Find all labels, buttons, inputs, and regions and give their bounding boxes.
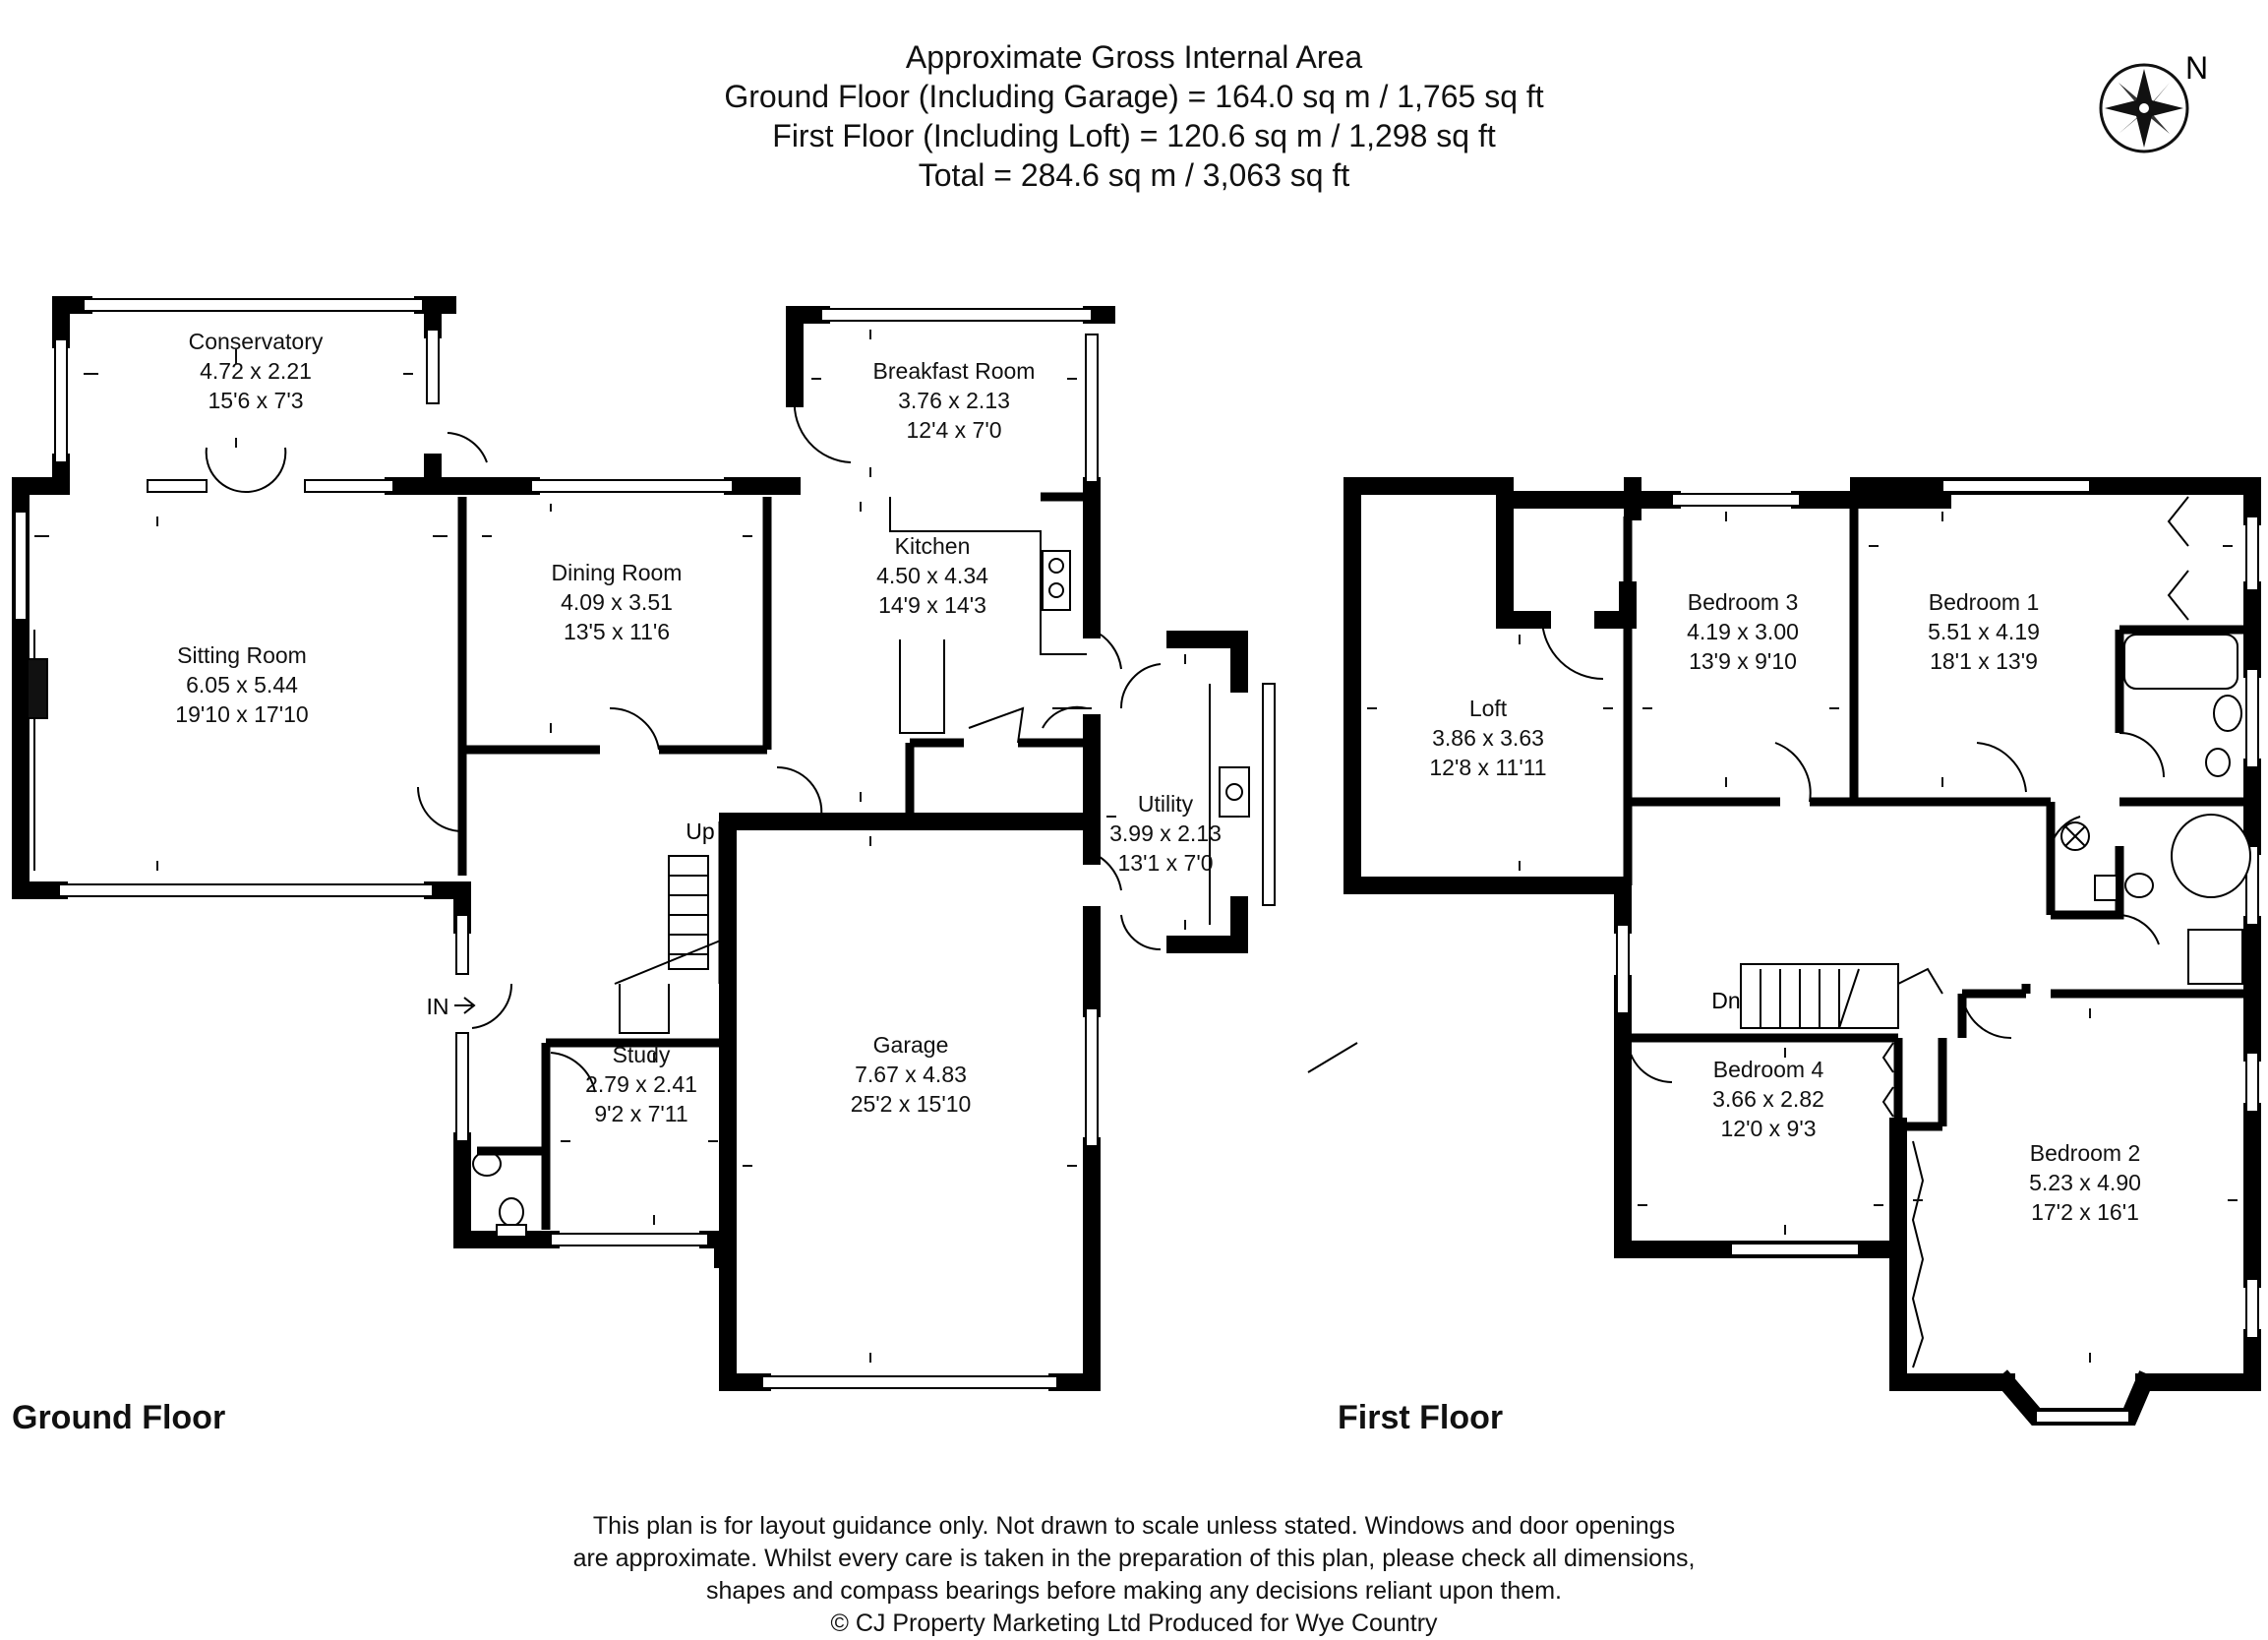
compass-rose-icon: N [2099, 50, 2208, 153]
conservatory-metric-label: 4.72 x 2.21 [200, 358, 312, 384]
utility-metric-label: 3.99 x 2.13 [1109, 820, 1222, 846]
disclaimer-line-3: shapes and compass bearings before makin… [706, 1577, 1562, 1605]
produced-for-text: Produced for Wye Country [1148, 1610, 1438, 1637]
bedroom-3-imperial-label: 13'9 x 9'10 [1689, 648, 1797, 674]
room-labels: Conservatory 4.72 x 2.21 15'6 x 7'3 Breakfa… [175, 329, 2141, 1225]
first-floor-area: First Floor (Including Loft) = 120.6 sq … [772, 118, 1496, 153]
kitchen-imperial-label: 14'9 x 14'3 [878, 592, 986, 618]
bedroom-2-name-label: Bedroom 2 [2030, 1140, 2141, 1166]
bedroom-2-metric-label: 5.23 x 4.90 [2029, 1170, 2141, 1195]
garage-metric-label: 7.67 x 4.83 [855, 1062, 967, 1087]
sitting-room-metric-label: 6.05 x 5.44 [186, 672, 298, 698]
dining-room-name-label: Dining Room [552, 560, 683, 585]
bedroom-4-imperial-label: 12'0 x 9'3 [1720, 1116, 1816, 1141]
study-name-label: Study [613, 1042, 671, 1067]
disclaimer-line-1: This plan is for layout guidance only. N… [592, 1512, 1676, 1540]
first-floor-plan [1307, 477, 2261, 1426]
copyright-text: © CJ Property Marketing Ltd [830, 1610, 1142, 1637]
loft-name-label: Loft [1469, 696, 1508, 721]
entrance-label: IN [427, 994, 449, 1019]
loft-imperial-label: 12'8 x 11'11 [1429, 755, 1546, 780]
breakfast-room-name-label: Breakfast Room [873, 358, 1036, 384]
bedroom-4-name-label: Bedroom 4 [1713, 1057, 1824, 1082]
ground-floor-plan [12, 296, 1276, 1391]
ground-floor-area: Ground Floor (Including Garage) = 164.0 … [724, 79, 1544, 114]
bedroom-1-name-label: Bedroom 1 [1929, 589, 2040, 615]
compass-north-label: N [2185, 50, 2208, 86]
area-title: Approximate Gross Internal Area [905, 39, 1363, 75]
sitting-room-name-label: Sitting Room [177, 642, 307, 668]
loft-metric-label: 3.86 x 3.63 [1432, 725, 1544, 751]
conservatory-name-label: Conservatory [189, 329, 324, 354]
first-floor-label: First Floor [1338, 1399, 1504, 1436]
ground-floor-label: Ground Floor [12, 1399, 226, 1436]
credits: © CJ Property Marketing Ltd Produced for… [0, 1607, 2268, 1640]
bedroom-3-metric-label: 4.19 x 3.00 [1687, 619, 1799, 644]
kitchen-metric-label: 4.50 x 4.34 [876, 563, 988, 588]
garage-imperial-label: 25'2 x 15'10 [851, 1091, 972, 1117]
kitchen-name-label: Kitchen [895, 533, 971, 559]
utility-imperial-label: 13'1 x 7'0 [1117, 850, 1213, 876]
study-imperial-label: 9'2 x 7'11 [594, 1101, 687, 1126]
disclaimer-line-2: are approximate. Whilst every care is ta… [572, 1545, 1696, 1572]
bedroom-4-metric-label: 3.66 x 2.82 [1712, 1086, 1824, 1112]
total-area: Total = 284.6 sq m / 3,063 sq ft [918, 157, 1350, 193]
study-metric-label: 2.79 x 2.41 [585, 1071, 697, 1097]
bedroom-1-imperial-label: 18'1 x 13'9 [1930, 648, 2038, 674]
bedroom-3-name-label: Bedroom 3 [1688, 589, 1799, 615]
conservatory-imperial-label: 15'6 x 7'3 [208, 388, 303, 413]
garage-name-label: Garage [873, 1032, 949, 1058]
stairs-up-label: Up [686, 819, 714, 844]
dining-room-metric-label: 4.09 x 3.51 [561, 589, 673, 615]
stairs-down-label: Dn [1711, 988, 1740, 1013]
dimension-arrows [34, 330, 2238, 1363]
bedroom-1-metric-label: 5.51 x 4.19 [1928, 619, 2040, 644]
utility-name-label: Utility [1138, 791, 1194, 817]
bedroom-2-imperial-label: 17'2 x 16'1 [2031, 1199, 2139, 1225]
sitting-room-imperial-label: 19'10 x 17'10 [175, 701, 308, 727]
dining-room-imperial-label: 13'5 x 11'6 [564, 619, 670, 644]
breakfast-room-metric-label: 3.76 x 2.13 [898, 388, 1010, 413]
breakfast-room-imperial-label: 12'4 x 7'0 [906, 417, 1001, 443]
